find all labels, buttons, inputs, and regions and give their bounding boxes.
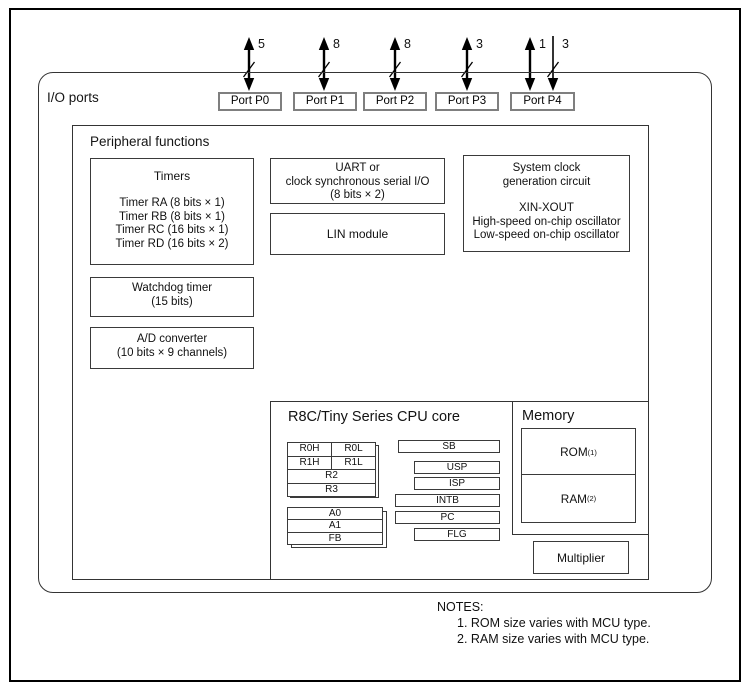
timer-rc: Timer RC (16 bits × 1) [115,224,229,236]
port-p3: Port P3 [435,92,499,111]
reg-r0l: R0L [344,443,363,454]
uart-box: UART or clock synchronous serial I/O (8 … [270,158,445,204]
port-p0-bus-arrow [242,37,256,91]
gp-row-r0: R0H R0L [288,443,375,456]
timers-title: Timers [153,169,191,183]
bus-width-p2: 8 [404,37,411,51]
bus-width-p1: 8 [333,37,340,51]
timers-box: Timers Timer RA (8 bits × 1) Timer RB (8… [90,158,254,265]
reg-r2: R2 [325,470,338,481]
gp-row-r3: R3 [288,482,375,497]
sysclock-spacer [464,189,629,202]
port-p2-bus-arrow [388,37,402,91]
reg-intb: INTB [395,494,500,507]
sysclock-line4: High-speed on-chip oscillator [472,215,621,228]
uart-line3: (8 bits × 2) [330,189,385,201]
gp-row-r2: R2 [288,469,375,483]
io-ports-label: I/O ports [47,90,99,105]
system-clock-box: System clock generation circuit XIN-XOUT… [463,155,630,252]
uart-line2: clock synchronous serial I/O [285,175,430,188]
port-p1-bus-arrow [317,37,331,91]
addr-row-a1: A1 [288,519,382,531]
ram-note-ref: (2) [587,494,597,503]
reg-r3: R3 [325,483,338,495]
reg-pc: PC [395,511,500,524]
addr-row-a0: A0 [288,508,382,519]
gp-register-bank: R0H R0L R1H R1L R2 R3 [287,442,376,497]
reg-a0: A0 [328,508,342,519]
bus-width-p4a: 1 [539,37,546,51]
timer-rb: Timer RB (8 bits × 1) [119,210,225,223]
lin-module-box: LIN module [270,213,445,255]
rom-label: ROM [560,445,588,459]
port-p4-bus-arrow-1 [524,37,536,91]
bus-width-p3: 3 [476,37,483,51]
port-p0: Port P0 [218,92,282,111]
notes: NOTES: 1. ROM size varies with MCU type.… [437,599,651,647]
adc-line1: A/D converter [136,333,208,345]
watchdog-line2: (15 bits) [151,295,193,308]
adc-box: A/D converter (10 bits × 9 channels) [90,327,254,369]
reg-fb: FB [328,532,342,544]
port-p2: Port P2 [363,92,427,111]
ram-box: RAM(2) [521,474,636,523]
peripheral-functions-label: Peripheral functions [90,134,210,149]
watchdog-line1: Watchdog timer [131,282,213,294]
reg-usp: USP [414,461,500,474]
reg-a1: A1 [328,520,342,532]
bus-width-p0: 5 [258,37,265,51]
rom-box: ROM(1) [521,428,636,476]
memory-box [512,401,649,535]
reg-r1l: R1L [344,456,363,468]
sysclock-line2: generation circuit [502,175,591,188]
rom-note-ref: (1) [587,447,597,457]
timer-ra: Timer RA (8 bits × 1) [119,197,225,209]
notes-title: NOTES: [437,600,484,614]
port-p1: Port P1 [293,92,357,111]
reg-flg: FLG [414,528,500,541]
reg-sb: SB [398,440,500,453]
timer-rd: Timer RD (16 bits × 2) [115,237,229,250]
addr-row-fb: FB [288,531,382,544]
adc-line2: (10 bits × 9 channels) [116,346,228,359]
port-p3-bus-arrow [460,37,474,91]
port-p4: Port P4 [510,92,575,111]
reg-r0h: R0H [288,443,332,456]
reg-r1h: R1H [288,456,332,469]
bus-width-p4b: 3 [562,37,569,51]
uart-line1: UART or [335,162,380,174]
multiplier-box: Multiplier [533,541,629,574]
io-ports-box [38,72,712,593]
diagram-outer-frame [9,8,741,682]
sysclock-line1: System clock [512,162,581,174]
ram-label: RAM [560,491,588,506]
cpu-core-title: R8C/Tiny Series CPU core [288,409,460,425]
memory-title: Memory [522,408,575,424]
note-2: 2. RAM size varies with MCU type. [457,632,650,646]
note-1: 1. ROM size varies with MCU type. [457,616,651,630]
gp-row-r1: R1H R1L [288,455,375,469]
watchdog-box: Watchdog timer (15 bits) [90,277,254,317]
sysclock-line5: Low-speed on-chip oscillator [473,229,620,241]
addr-register-bank: A0 A1 FB [287,507,383,546]
reg-isp: ISP [414,477,500,490]
sysclock-line3: XIN-XOUT [519,202,574,214]
